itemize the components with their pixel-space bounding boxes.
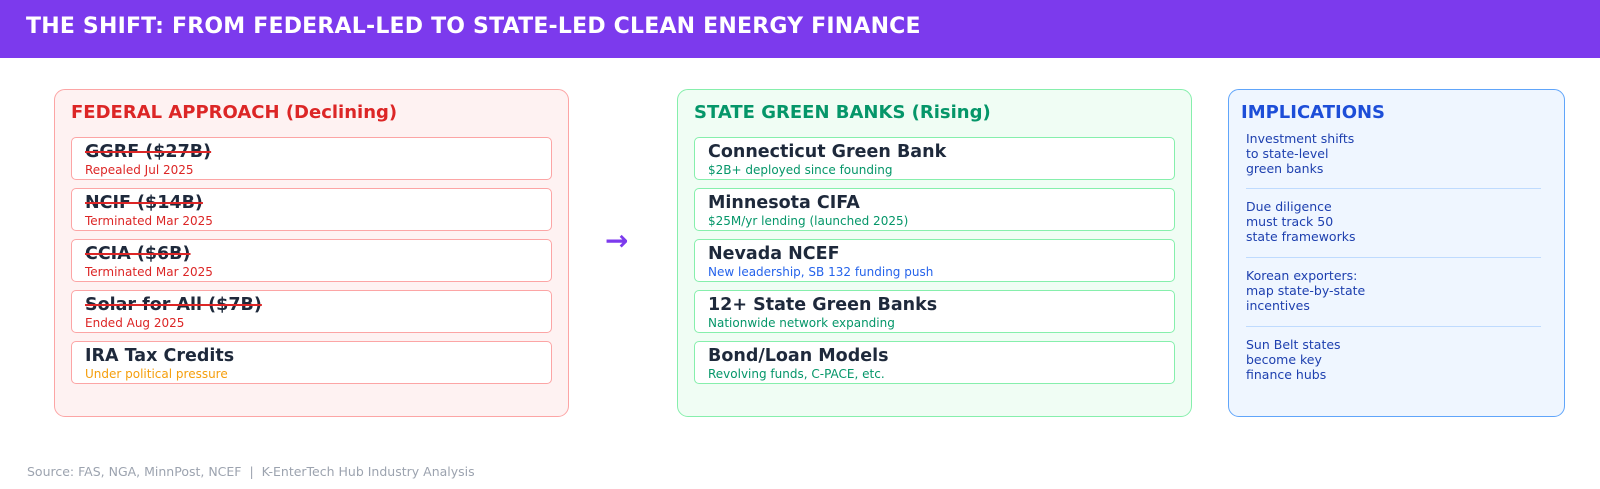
- implication-line: must track 50: [1246, 214, 1334, 229]
- federal-item-status: Ended Aug 2025: [85, 316, 185, 330]
- implication-line: Sun Belt states: [1246, 337, 1341, 352]
- federal-item-title: IRA Tax Credits: [85, 346, 235, 366]
- divider: [1246, 326, 1541, 327]
- implication-line: finance hubs: [1246, 367, 1327, 382]
- federal-item-ggrf: GGRF ($27B) Repealed Jul 2025: [71, 137, 552, 180]
- state-item-network: 12+ State Green Banks Nationwide network…: [694, 290, 1175, 333]
- state-item-title: Connecticut Green Bank: [708, 142, 947, 162]
- implication-item: Korean exporters: map state-by-state inc…: [1246, 268, 1541, 313]
- federal-item-title: NCIF ($14B): [85, 193, 203, 213]
- federal-item-status: Terminated Mar 2025: [85, 214, 213, 228]
- state-item-detail: Nationwide network expanding: [708, 316, 895, 330]
- implication-item: Due diligence must track 50 state framew…: [1246, 199, 1541, 244]
- federal-item-status: Repealed Jul 2025: [85, 163, 194, 177]
- right-arrow-icon: →: [605, 224, 629, 257]
- source-footnote: Source: FAS, NGA, MinnPost, NCEF | K-Ent…: [27, 464, 475, 479]
- implication-line: green banks: [1246, 161, 1324, 176]
- state-item-title: Nevada NCEF: [708, 244, 840, 264]
- implication-line: incentives: [1246, 298, 1310, 313]
- federal-panel-title: FEDERAL APPROACH (Declining): [71, 102, 398, 123]
- implication-line: to state-level: [1246, 146, 1329, 161]
- state-item-detail: $25M/yr lending (launched 2025): [708, 214, 909, 228]
- federal-item-ira-tax-credits: IRA Tax Credits Under political pressure: [71, 341, 552, 384]
- title-banner: THE SHIFT: FROM FEDERAL-LED TO STATE-LED…: [0, 0, 1600, 58]
- implication-line: map state-by-state: [1246, 283, 1366, 298]
- state-item-title: 12+ State Green Banks: [708, 295, 938, 315]
- implication-line: become key: [1246, 352, 1322, 367]
- state-green-banks-panel: STATE GREEN BANKS (Rising) Connecticut G…: [677, 89, 1192, 417]
- implication-line: state frameworks: [1246, 229, 1356, 244]
- state-item-detail: New leadership, SB 132 funding push: [708, 265, 934, 279]
- federal-item-status: Terminated Mar 2025: [85, 265, 213, 279]
- federal-item-ncif: NCIF ($14B) Terminated Mar 2025: [71, 188, 552, 231]
- state-item-title: Minnesota CIFA: [708, 193, 860, 213]
- state-item-detail: $2B+ deployed since founding: [708, 163, 893, 177]
- federal-item-title: Solar for All ($7B): [85, 295, 262, 315]
- state-item-detail: Revolving funds, C-PACE, etc.: [708, 367, 885, 381]
- page-title: THE SHIFT: FROM FEDERAL-LED TO STATE-LED…: [26, 14, 921, 39]
- divider: [1246, 188, 1541, 189]
- state-item-connecticut: Connecticut Green Bank $2B+ deployed sin…: [694, 137, 1175, 180]
- implication-item: Sun Belt states become key finance hubs: [1246, 337, 1541, 382]
- federal-item-solar-for-all: Solar for All ($7B) Ended Aug 2025: [71, 290, 552, 333]
- federal-item-ccia: CCIA ($6B) Terminated Mar 2025: [71, 239, 552, 282]
- federal-item-title: CCIA ($6B): [85, 244, 191, 264]
- federal-approach-panel: FEDERAL APPROACH (Declining) GGRF ($27B)…: [54, 89, 569, 417]
- implication-item: Investment shifts to state-level green b…: [1246, 131, 1541, 176]
- implications-panel: IMPLICATIONS Investment shifts to state-…: [1228, 89, 1565, 417]
- implication-line: Investment shifts: [1246, 131, 1355, 146]
- implication-line: Due diligence: [1246, 199, 1332, 214]
- federal-item-title: GGRF ($27B): [85, 142, 212, 162]
- state-panel-title: STATE GREEN BANKS (Rising): [694, 102, 991, 123]
- divider: [1246, 257, 1541, 258]
- state-item-bond-loan: Bond/Loan Models Revolving funds, C-PACE…: [694, 341, 1175, 384]
- state-item-nevada: Nevada NCEF New leadership, SB 132 fundi…: [694, 239, 1175, 282]
- state-item-minnesota: Minnesota CIFA $25M/yr lending (launched…: [694, 188, 1175, 231]
- implication-line: Korean exporters:: [1246, 268, 1358, 283]
- federal-item-status: Under political pressure: [85, 367, 228, 381]
- implications-title: IMPLICATIONS: [1241, 102, 1386, 123]
- state-item-title: Bond/Loan Models: [708, 346, 889, 366]
